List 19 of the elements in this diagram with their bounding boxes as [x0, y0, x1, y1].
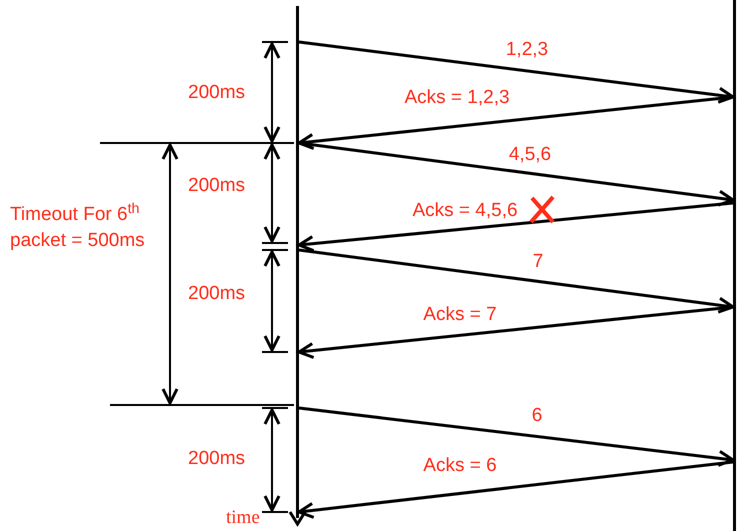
timeout-note: Timeout For 6$^{th}$ packet = 500ms	[10, 202, 146, 253]
arrow	[298, 202, 734, 252]
timeline-bar	[296, 6, 299, 518]
duration-label: 200ms	[188, 174, 246, 198]
arrow	[298, 248, 734, 314]
arrow	[298, 142, 734, 207]
axis-label: time	[226, 508, 260, 527]
edge-label: 4,5,6	[506, 145, 554, 164]
duration-label: 200ms	[188, 447, 246, 471]
arrow	[298, 460, 734, 519]
arrow	[298, 406, 734, 467]
edge-label: Acks = 4,5,6	[410, 201, 520, 220]
duration-label: 200ms	[188, 282, 246, 306]
timeline-bar	[733, 0, 736, 531]
arrow	[298, 306, 734, 360]
arrow	[298, 96, 734, 150]
edge-label: Acks = 1,2,3	[402, 88, 512, 107]
duration-label: 200ms	[188, 81, 246, 105]
arrow	[298, 40, 734, 104]
